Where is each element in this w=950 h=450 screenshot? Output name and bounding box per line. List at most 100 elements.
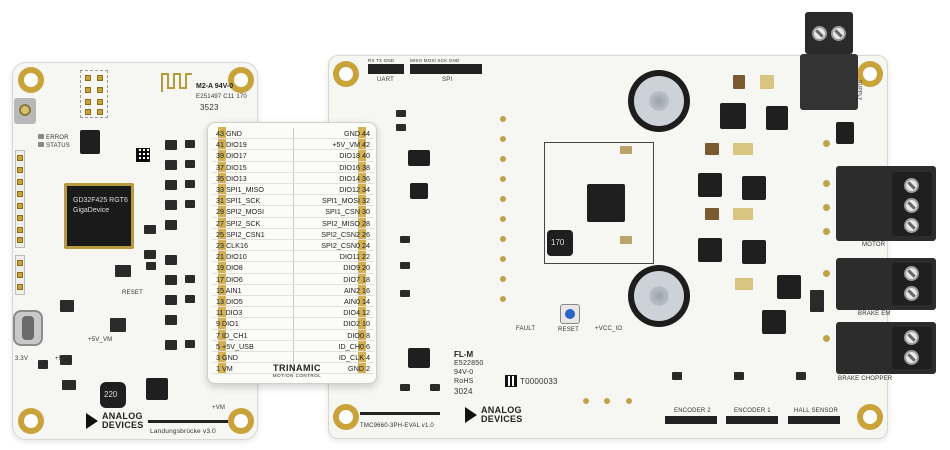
pin-separator bbox=[293, 307, 294, 319]
uart-header bbox=[368, 64, 404, 74]
test-pad bbox=[823, 140, 830, 147]
supply-label: SUPPLY bbox=[856, 80, 862, 101]
spi-label: SPI bbox=[442, 77, 453, 83]
pin-row: 27 SPI2_SCK SPI2_MISO 28 bbox=[208, 217, 378, 229]
pin-label-right: SPI2_CSN0 24 bbox=[321, 241, 370, 250]
pin-label-left: 9 DIO1 bbox=[216, 319, 239, 329]
board-name-bar bbox=[148, 420, 228, 423]
smd-part bbox=[705, 208, 719, 220]
pin-label-left: 23 CLK16 bbox=[216, 241, 248, 250]
test-pad bbox=[500, 116, 506, 122]
smd-part bbox=[165, 255, 177, 265]
smd-part bbox=[400, 236, 410, 243]
pin-separator bbox=[293, 363, 294, 375]
flm-rating: 94V-0 bbox=[454, 369, 474, 376]
test-pad bbox=[500, 236, 506, 242]
mosfet bbox=[766, 106, 788, 130]
ul-code: E251497 C11 170 bbox=[196, 94, 247, 100]
mosfet bbox=[777, 275, 801, 299]
smd-part bbox=[705, 143, 719, 155]
test-pad bbox=[500, 296, 506, 302]
smd-part bbox=[734, 372, 744, 380]
smd-part bbox=[144, 225, 156, 234]
test-pad bbox=[823, 204, 830, 211]
encoder1-header bbox=[726, 416, 778, 424]
pin-separator bbox=[293, 172, 294, 184]
ic bbox=[408, 348, 430, 368]
uart-pins-label: RX TX GND bbox=[368, 58, 395, 63]
pin-separator bbox=[293, 195, 294, 207]
pin-label-left: 3 GND bbox=[216, 353, 238, 362]
smd-part bbox=[672, 372, 682, 380]
serial-number: T0000033 bbox=[520, 377, 558, 386]
smd-part bbox=[165, 295, 177, 305]
supply-terminal-base bbox=[800, 54, 858, 110]
smd-part bbox=[38, 360, 48, 369]
test-pad bbox=[823, 335, 830, 342]
pin-label-left: 43 GND bbox=[216, 129, 242, 138]
pin-label-right: AIN0 14 bbox=[344, 297, 370, 306]
encoder2-header bbox=[665, 416, 717, 424]
mcu-chip: GD32F425 RGT6 GigaDevice bbox=[64, 183, 134, 249]
flm-code: E522850 bbox=[454, 360, 484, 367]
pin-label-left: 37 DIO15 bbox=[216, 162, 247, 172]
smd-part bbox=[165, 340, 177, 350]
pin-separator bbox=[293, 284, 294, 296]
pin-separator bbox=[293, 150, 294, 162]
smd-part bbox=[620, 146, 632, 154]
smd-part bbox=[760, 75, 774, 89]
pin-label-left: 35 DIO13 bbox=[216, 173, 247, 183]
led-error bbox=[38, 134, 44, 139]
encoder2-label: ENCODER 2 bbox=[674, 408, 711, 414]
pin-separator bbox=[293, 139, 294, 151]
pin-label-left: 1 VM bbox=[216, 364, 233, 374]
mounting-hole bbox=[228, 408, 254, 434]
brake-em-terminal[interactable] bbox=[836, 258, 936, 310]
smd-part bbox=[396, 124, 406, 131]
brake-chopper-terminal[interactable] bbox=[836, 322, 936, 374]
error-label: ERROR bbox=[46, 135, 69, 141]
supply-terminal-top[interactable] bbox=[805, 12, 853, 54]
pin-label-right: +5V_VM 42 bbox=[332, 140, 370, 150]
smd-part bbox=[733, 75, 745, 89]
motor-terminal[interactable] bbox=[836, 166, 936, 241]
pin-label-left: 27 SPI2_SCK bbox=[216, 218, 261, 228]
smd-part bbox=[810, 290, 824, 312]
pin-label-right: SPI2_MISO 28 bbox=[322, 218, 370, 228]
pin-separator bbox=[293, 318, 294, 330]
smd-part bbox=[146, 262, 156, 270]
smd-part bbox=[733, 208, 753, 220]
mounting-hole bbox=[18, 67, 44, 93]
pin-strip-left bbox=[218, 127, 226, 373]
smd-part bbox=[185, 200, 195, 208]
pin-label-right: DIO7 18 bbox=[343, 274, 370, 284]
smd-part bbox=[430, 384, 440, 391]
hall-sensor-header bbox=[788, 416, 840, 424]
pin-label-right: AIN2 16 bbox=[344, 285, 370, 295]
test-pad bbox=[583, 398, 589, 404]
vcc-io-label: +VCC_IO bbox=[595, 326, 623, 332]
pin-label-right: DIO16 38 bbox=[339, 162, 370, 172]
reset-button[interactable] bbox=[560, 304, 580, 324]
smd-part bbox=[144, 250, 156, 259]
smd-part bbox=[400, 290, 410, 297]
pin-label-right: GND 2 bbox=[348, 364, 370, 374]
pin-label-left: 29 SPI2_MOSI bbox=[216, 207, 264, 217]
mosfet bbox=[742, 176, 766, 200]
spi-header bbox=[410, 64, 482, 74]
mosfet bbox=[698, 173, 722, 197]
smd-part bbox=[396, 110, 406, 117]
led-status bbox=[38, 142, 44, 147]
smd-part bbox=[735, 278, 753, 290]
right-board-name: TMC9660-3PH-EVAL v1.0 bbox=[360, 423, 434, 429]
